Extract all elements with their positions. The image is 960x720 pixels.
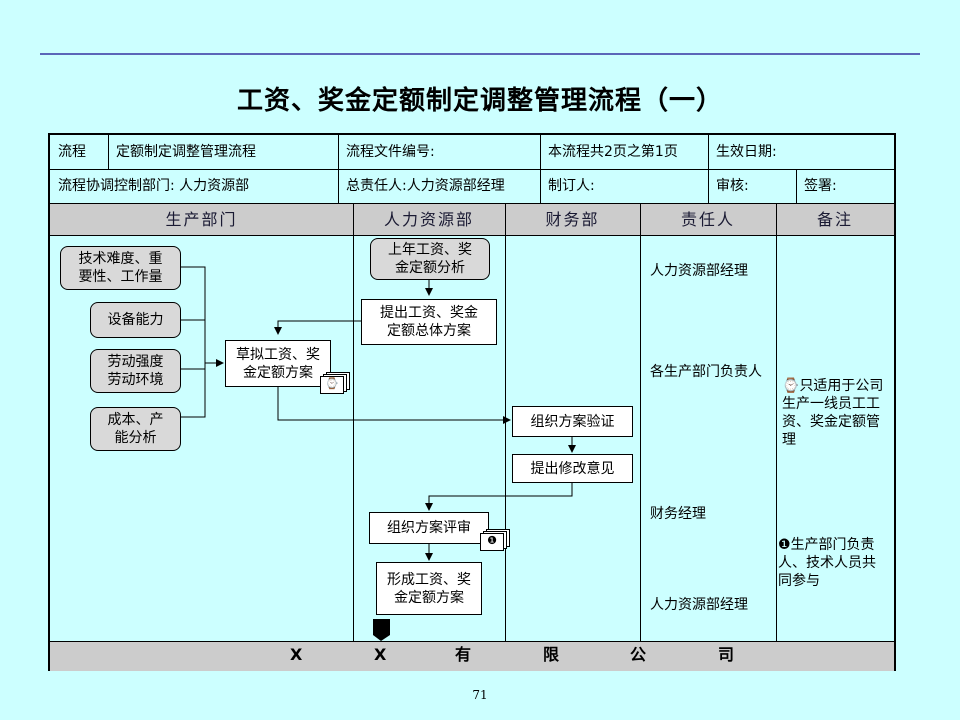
- footer-char: 有: [455, 645, 472, 664]
- grid-line: [708, 135, 709, 203]
- lane-header-band: [50, 203, 894, 235]
- info-process-label: 流程: [58, 144, 86, 160]
- arrow-proposal-draft: [274, 320, 361, 335]
- page-number: 71: [472, 688, 488, 702]
- arrow-modify-review: [425, 482, 573, 511]
- info-sign: 签署:: [804, 178, 837, 194]
- lane-header-responsible: 责任人: [680, 210, 735, 229]
- info-chief: 总责任人:人力资源部经理: [346, 178, 505, 194]
- box-modify: 提出修改意见: [512, 454, 633, 483]
- page-title: 工资、奖金定额制定调整管理流程（一）: [236, 86, 723, 116]
- box-verify: 组织方案验证: [512, 406, 633, 437]
- company-footer: X X 有 限 公 司: [50, 641, 894, 669]
- lane-header-hr: 人力资源部: [383, 210, 474, 229]
- note-scope: ⌚只适用于公司 生产一线员工工 资、奖金定额管 理: [782, 378, 884, 448]
- top-rule: [40, 53, 920, 55]
- box-cost: 成本、产 能分析: [90, 407, 181, 451]
- info-process-name: 定额制定调整管理流程: [116, 144, 256, 160]
- grid-line: [50, 203, 894, 204]
- footer-char: 公: [630, 645, 647, 664]
- grid-line: [50, 641, 894, 642]
- info-doc-number: 流程文件编号:: [346, 144, 435, 160]
- lane-divider: [776, 203, 777, 641]
- footer-char: X: [374, 645, 387, 664]
- flowchart-frame: 流程 定额制定调整管理流程 流程文件编号: 本流程共2页之第1页 生效日期: 流…: [48, 133, 896, 671]
- document-stack-icon: ❶: [480, 529, 510, 551]
- note-participants: ❶生产部门负责 人、技术人员共 同参与: [778, 537, 876, 589]
- document-stack-icon: ⌚: [320, 372, 350, 394]
- clock-icon: ⌚: [782, 378, 800, 394]
- number-one-icon: ❶: [778, 537, 791, 553]
- box-draft-plan: 草拟工资、奖 金定额方案: [225, 340, 331, 387]
- lane-divider: [353, 203, 354, 641]
- info-author: 制订人:: [548, 178, 595, 194]
- info-review: 审核:: [716, 178, 749, 194]
- grid-line: [338, 135, 339, 203]
- input-bus: [181, 266, 206, 418]
- grid-line: [108, 135, 109, 169]
- footer-char: 限: [543, 645, 560, 664]
- box-last-year-analysis: 上年工资、奖 金定额分析: [370, 238, 490, 280]
- responsible-hr-manager: 人力资源部经理: [650, 263, 748, 279]
- end-connector-icon: [373, 619, 390, 641]
- flow-connectors: [181, 266, 576, 641]
- box-tech-difficulty: 技术难度、重 要性、工作量: [60, 246, 181, 290]
- grid-line: [540, 135, 541, 203]
- responsible-finance-manager: 财务经理: [650, 506, 706, 522]
- footer-band: [50, 641, 894, 671]
- responsible-hr-manager-2: 人力资源部经理: [650, 597, 748, 613]
- grid-line: [796, 169, 797, 203]
- box-labor: 劳动强度 劳动环境: [90, 349, 181, 393]
- info-page-count: 本流程共2页之第1页: [548, 144, 678, 160]
- grid-line: [50, 235, 894, 236]
- responsible-production-heads: 各生产部门负责人: [650, 364, 762, 380]
- info-effective-date: 生效日期:: [716, 144, 777, 160]
- lane-header-finance: 财务部: [545, 210, 600, 229]
- info-control-dept: 流程协调控制部门: 人力资源部: [58, 178, 250, 194]
- lane-header-production: 生产部门: [165, 210, 238, 229]
- box-final-plan: 形成工资、奖 金定额方案: [376, 562, 482, 615]
- lane-header-notes: 备注: [816, 210, 853, 229]
- box-overall-proposal: 提出工资、奖金 定额总体方案: [361, 299, 497, 345]
- arrow-draft-verify: [277, 387, 511, 424]
- lane-divider: [640, 203, 641, 641]
- box-review: 组织方案评审: [369, 512, 489, 544]
- footer-char: 司: [718, 645, 735, 664]
- grid-line: [50, 169, 894, 170]
- footer-char: X: [290, 645, 303, 664]
- box-equipment: 设备能力: [90, 302, 181, 338]
